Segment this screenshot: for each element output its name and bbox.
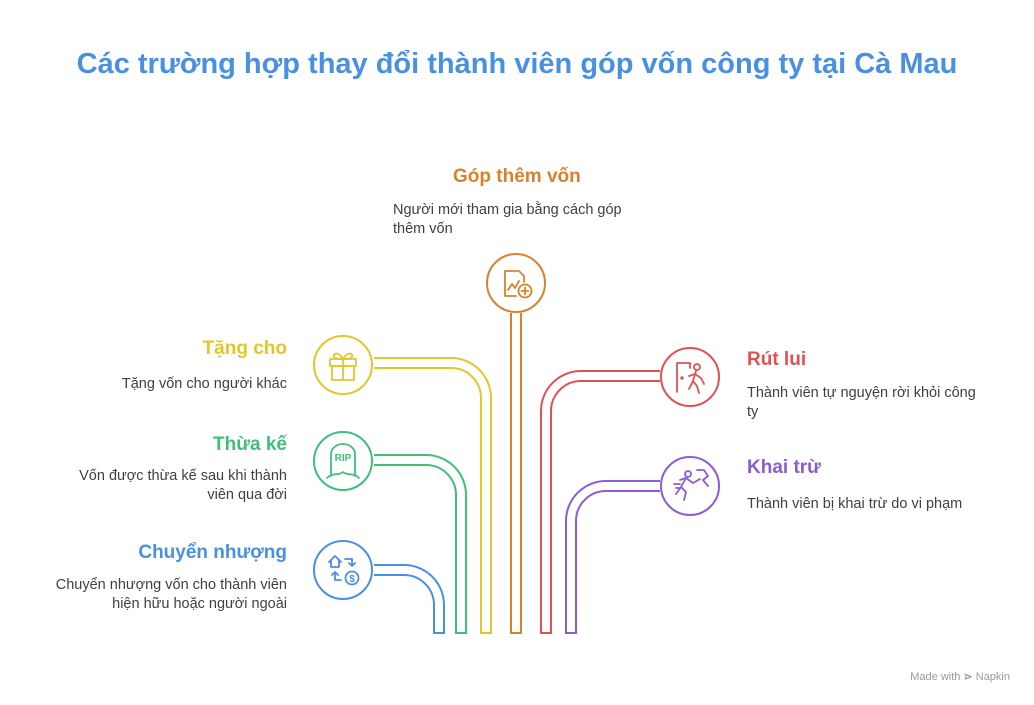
heading-khai-tru: Khai trừ [747,457,821,478]
heading-rut-lui: Rút lui [747,349,807,370]
connector-chuyen-nhuong [374,564,445,634]
credit-brand: Napkin [975,671,1010,683]
heading-chuyen-nhuong: Chuyển nhượng [138,542,287,563]
desc-tang-cho: Tặng vốn cho người khác [27,375,287,394]
credit-text: Made with [910,671,961,683]
desc-line: Chuyển nhượng vốn cho thành viên [55,577,287,593]
chart-plus-icon [486,253,546,313]
desc-khai-tru: Thành viên bị khai trừ do vi phạm [747,495,1007,514]
desc-line: thêm vốn [393,221,453,237]
connector-rut-lui [540,370,660,634]
desc-line: ty [747,404,759,420]
desc-line: Thành viên bị khai trừ do vi phạm [747,496,963,512]
exit-door-icon [660,347,720,407]
connector-thua-ke [374,454,467,634]
heading-gop-them-von: Góp thêm vốn [453,166,581,187]
desc-line: Người mới tham gia bằng cách góp [393,202,622,218]
desc-chuyen-nhuong: Chuyển nhượng vốn cho thành viên hiện hữ… [7,576,287,614]
kick-out-icon [660,456,720,516]
connector-khai-tru [565,480,660,634]
connector-tang-cho [374,357,492,634]
gift-icon [313,335,373,395]
page-title: Các trường hợp thay đổi thành viên góp v… [76,48,958,80]
made-with-napkin-credit: Made with ⋗ Napkin [910,670,1010,683]
svg-text:RIP: RIP [335,453,352,464]
desc-line: Tặng vốn cho người khác [121,376,287,392]
transfer-money-icon: $ [313,540,373,600]
connector-gop-them-von [510,313,522,634]
desc-rut-lui: Thành viên tự nguyện rời khỏi công ty [747,384,1007,422]
desc-thua-ke: Vốn được thừa kế sau khi thành viên qua … [27,467,287,505]
heading-thua-ke: Thừa kế [213,434,287,455]
desc-line: Vốn được thừa kế sau khi thành [79,468,287,484]
desc-gop-them-von: Người mới tham gia bằng cách góp thêm vố… [393,201,653,239]
svg-text:$: $ [349,574,355,585]
rip-tombstone-icon: RIP [313,431,373,491]
desc-line: hiện hữu hoặc người ngoài [112,596,287,612]
heading-tang-cho: Tặng cho [202,338,287,359]
desc-line: Thành viên tự nguyện rời khỏi công [747,385,976,401]
napkin-logo-icon: ⋗ [963,671,973,683]
desc-line: viên qua đời [207,487,287,503]
